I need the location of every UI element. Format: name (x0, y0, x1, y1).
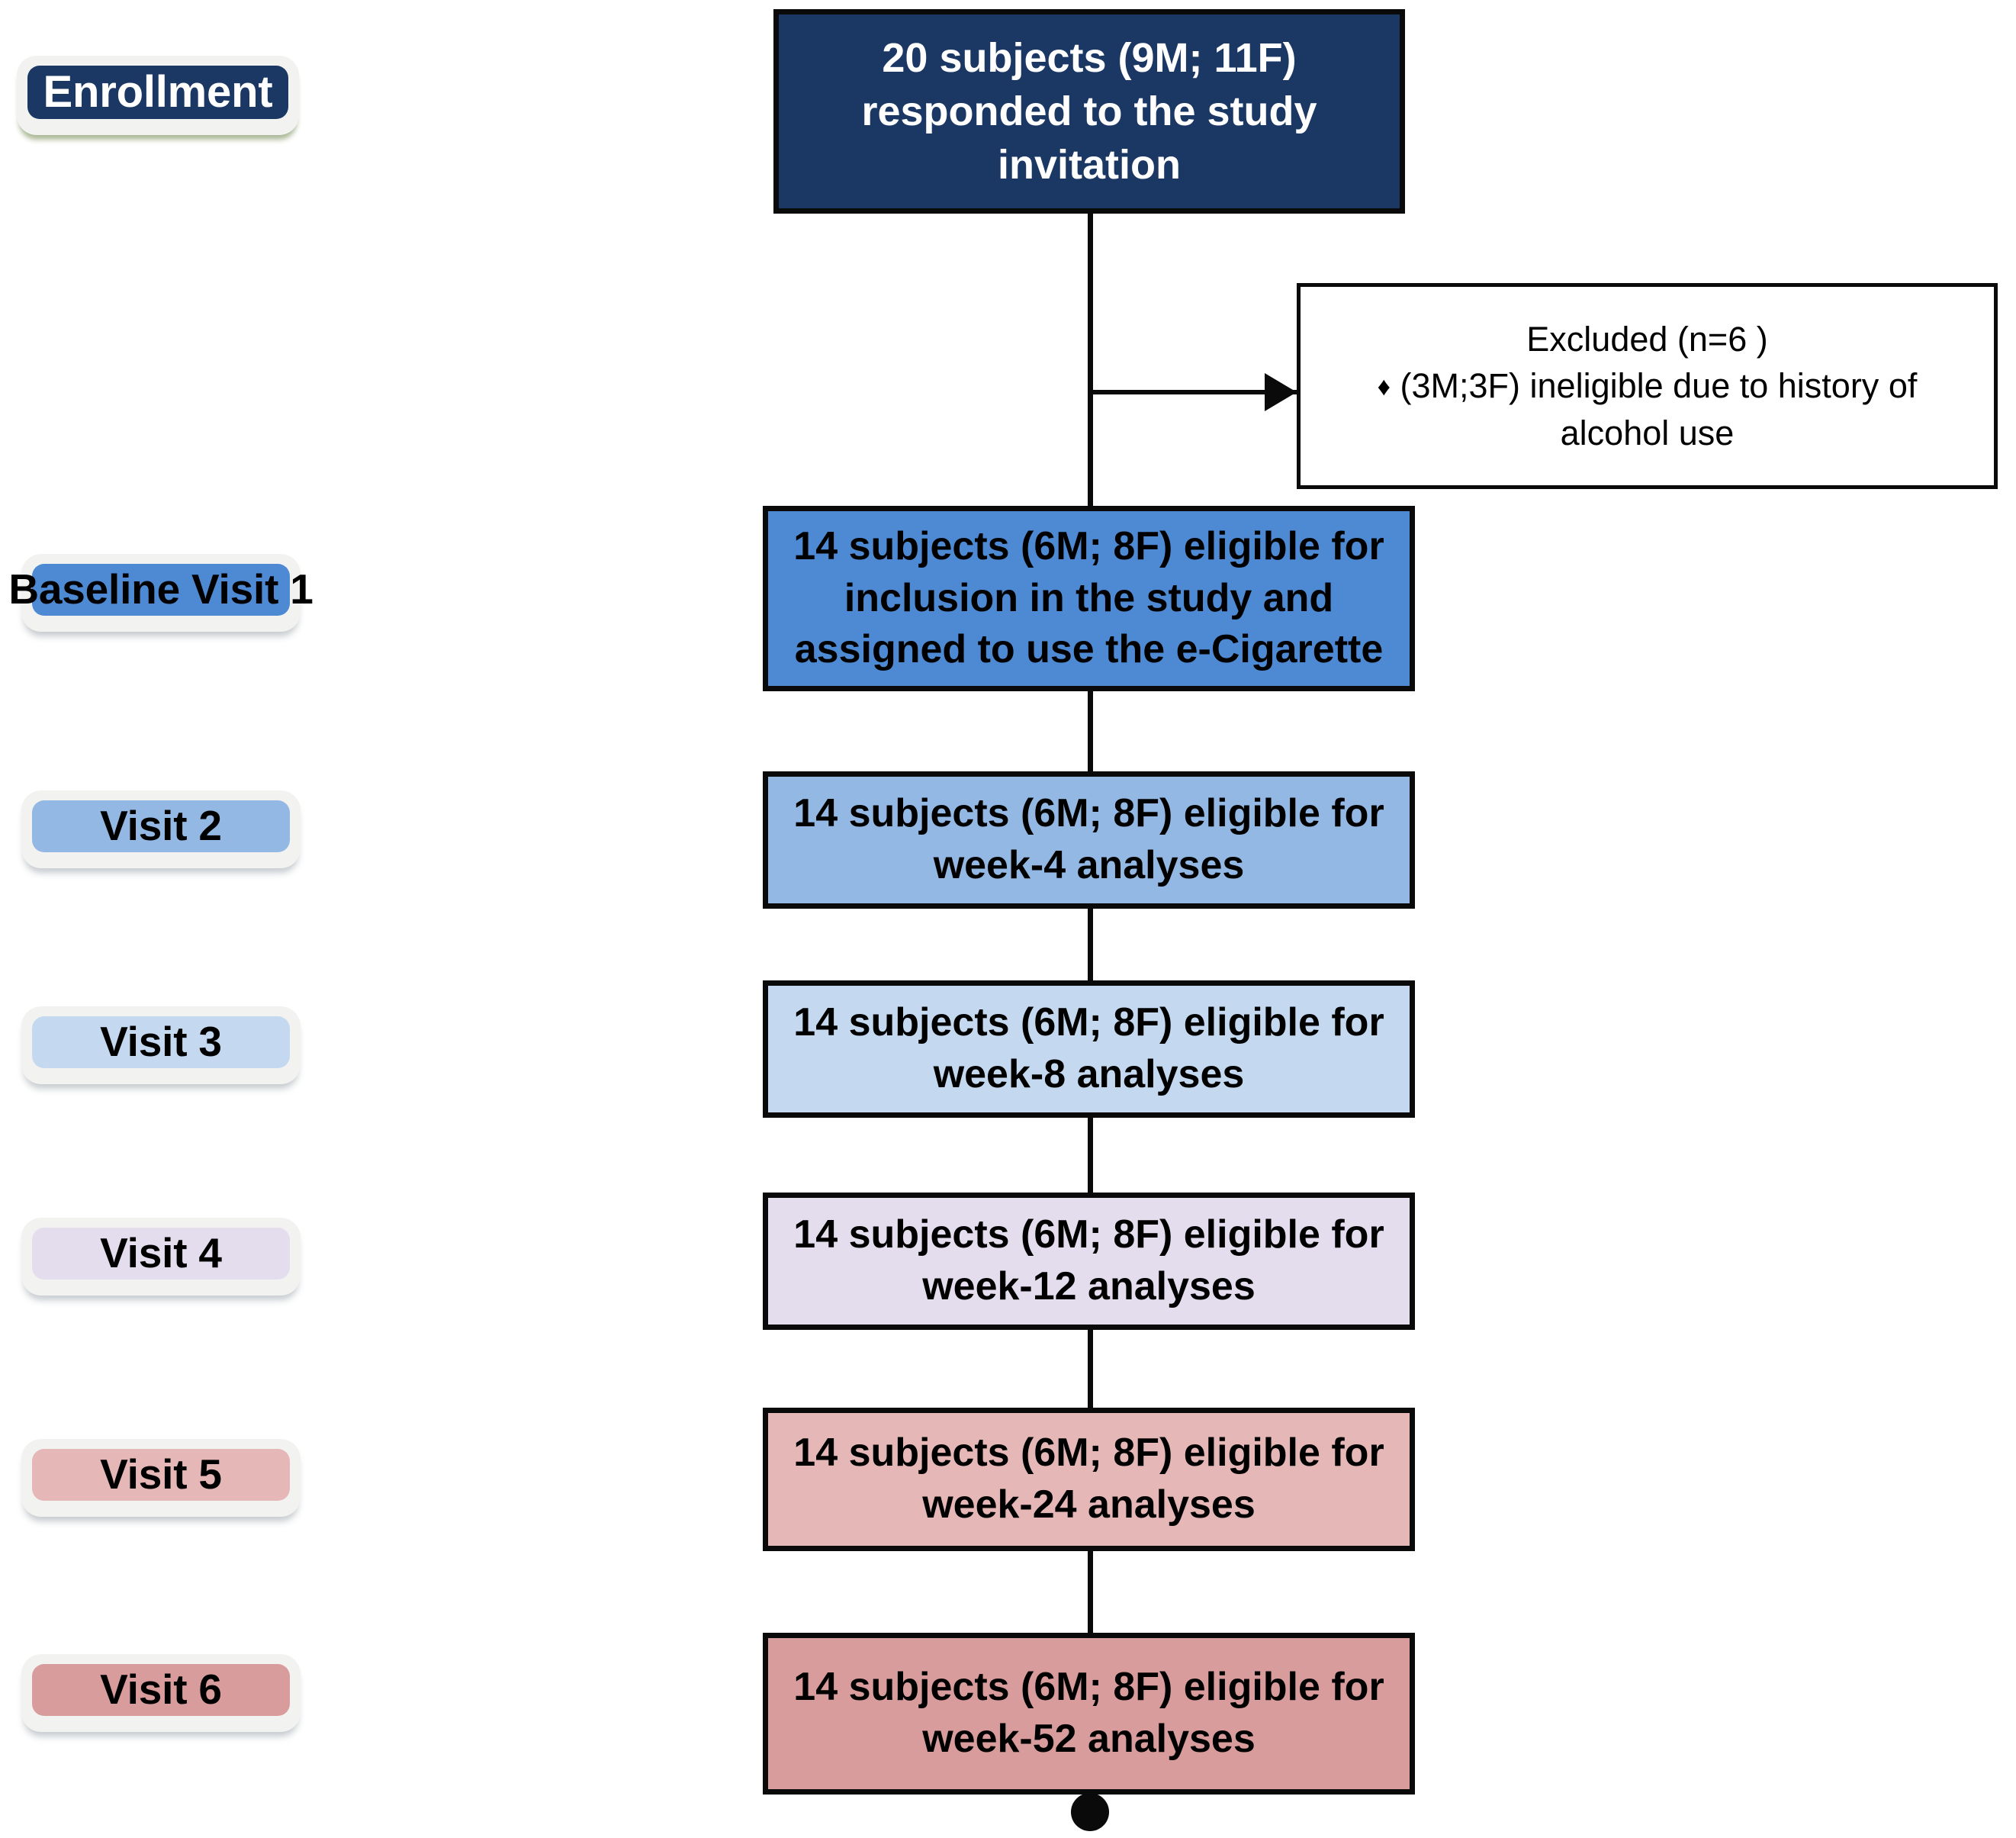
stage-pill-visit-2-label: Visit 2 (100, 802, 222, 850)
stage-pill-visit-3-label: Visit 3 (100, 1018, 222, 1066)
flow-node-visit-5: 14 subjects (6M; 8F) eligible for week-2… (763, 1408, 1415, 1551)
flow-node-visit-2: 14 subjects (6M; 8F) eligible for week-4… (763, 771, 1415, 909)
stage-pill-visit-5: Visit 5 (21, 1439, 301, 1517)
flow-node-baseline-visit-1-line-3: assigned to use the e-Cigarette (794, 627, 1384, 672)
flow-node-visit-5-text: 14 subjects (6M; 8F) eligible for week-2… (768, 1428, 1410, 1531)
stage-pill-enrollment-inner: Enrollment (27, 66, 288, 119)
flow-node-visit-6: 14 subjects (6M; 8F) eligible for week-5… (763, 1633, 1415, 1795)
flow-node-enrollment-line-3: invitation (998, 142, 1181, 188)
flow-node-visit-4: 14 subjects (6M; 8F) eligible for week-1… (763, 1193, 1415, 1330)
connector-enrollment-to-baseline (1088, 214, 1093, 511)
stage-pill-visit-2: Visit 2 (21, 790, 301, 868)
connector-visit3-to-visit4 (1088, 1114, 1093, 1198)
connector-visit4-to-visit5 (1088, 1328, 1093, 1411)
flow-node-visit-5-line-2: week-24 analyses (922, 1482, 1256, 1527)
flow-node-baseline-visit-1-line-1: 14 subjects (6M; 8F) eligible for (793, 524, 1384, 569)
flow-node-visit-3: 14 subjects (6M; 8F) eligible for week-8… (763, 980, 1415, 1118)
stage-pill-enrollment: Enrollment (17, 56, 299, 135)
flow-node-visit-4-line-1: 14 subjects (6M; 8F) eligible for (793, 1212, 1384, 1257)
flow-node-visit-5-line-1: 14 subjects (6M; 8F) eligible for (793, 1431, 1384, 1476)
flow-node-enrollment-line-1: 20 subjects (9M; 11F) (882, 34, 1297, 81)
flow-node-visit-3-line-2: week-8 analyses (933, 1052, 1245, 1096)
stage-pill-visit-6: Visit 6 (21, 1654, 301, 1732)
excluded-node: Excluded (n=6 ) ♦ (3M;3F) ineligible due… (1297, 283, 1998, 489)
connector-visit2-to-visit3 (1088, 900, 1093, 984)
stage-pill-visit-6-label: Visit 6 (100, 1666, 222, 1714)
connector-branch-to-excluded (1088, 390, 1297, 394)
stage-pill-visit-5-inner: Visit 5 (32, 1449, 290, 1501)
stage-pill-baseline-visit-1-label: Baseline Visit 1 (8, 565, 313, 613)
flow-node-visit-3-line-1: 14 subjects (6M; 8F) eligible for (793, 1000, 1384, 1045)
flow-node-baseline-visit-1-line-2: inclusion in the study and (844, 575, 1334, 620)
excluded-node-text: Excluded (n=6 ) ♦ (3M;3F) ineligible due… (1301, 316, 1994, 456)
flow-node-baseline-visit-1-text: 14 subjects (6M; 8F) eligible for inclus… (768, 521, 1410, 676)
arrowhead-to-excluded (1265, 373, 1297, 411)
flow-node-visit-4-line-2: week-12 analyses (922, 1264, 1256, 1308)
excluded-node-bullet-line-1: ♦ (3M;3F) ineligible due to history of (1308, 362, 1986, 409)
flow-node-enrollment-text: 20 subjects (9M; 11F) responded to the s… (779, 31, 1400, 192)
stage-pill-visit-4-inner: Visit 4 (32, 1228, 290, 1280)
flow-node-baseline-visit-1: 14 subjects (6M; 8F) eligible for inclus… (763, 506, 1415, 691)
flow-node-visit-6-line-2: week-52 analyses (922, 1717, 1256, 1761)
flow-node-visit-2-text: 14 subjects (6M; 8F) eligible for week-4… (768, 788, 1410, 891)
stage-pill-baseline-visit-1-inner: Baseline Visit 1 (8, 564, 313, 616)
flow-node-visit-3-text: 14 subjects (6M; 8F) eligible for week-8… (768, 997, 1410, 1100)
stage-pill-visit-5-label: Visit 5 (100, 1450, 222, 1498)
flow-node-enrollment: 20 subjects (9M; 11F) responded to the s… (773, 9, 1405, 214)
excluded-node-bullet-line-2: alcohol use (1560, 413, 1735, 452)
flow-node-visit-2-line-2: week-4 analyses (933, 843, 1245, 887)
stage-pill-visit-4-label: Visit 4 (100, 1229, 222, 1277)
flow-node-visit-2-line-1: 14 subjects (6M; 8F) eligible for (793, 791, 1384, 836)
stage-pill-visit-2-inner: Visit 2 (32, 800, 290, 852)
flow-node-enrollment-line-2: responded to the study (861, 88, 1317, 134)
flow-node-visit-6-line-1: 14 subjects (6M; 8F) eligible for (793, 1665, 1384, 1710)
stage-pill-visit-3-inner: Visit 3 (32, 1016, 290, 1068)
stage-pill-visit-3: Visit 3 (21, 1006, 301, 1084)
excluded-node-heading: Excluded (n=6 ) (1526, 320, 1768, 359)
excluded-node-bullet-text-1: (3M;3F) ineligible due to history of (1400, 366, 1918, 406)
stage-pill-visit-6-inner: Visit 6 (32, 1664, 290, 1716)
stage-pill-baseline-visit-1: Baseline Visit 1 (8, 554, 313, 632)
connector-baseline-to-visit2 (1088, 687, 1093, 778)
connector-visit5-to-visit6 (1088, 1549, 1093, 1633)
flow-terminal-dot (1071, 1793, 1109, 1831)
flow-node-visit-4-text: 14 subjects (6M; 8F) eligible for week-1… (768, 1209, 1410, 1312)
flow-node-visit-6-text: 14 subjects (6M; 8F) eligible for week-5… (768, 1662, 1410, 1765)
stage-pill-visit-4: Visit 4 (21, 1218, 301, 1296)
diamond-bullet-icon: ♦ (1377, 372, 1391, 402)
stage-pill-enrollment-label: Enrollment (43, 66, 273, 117)
